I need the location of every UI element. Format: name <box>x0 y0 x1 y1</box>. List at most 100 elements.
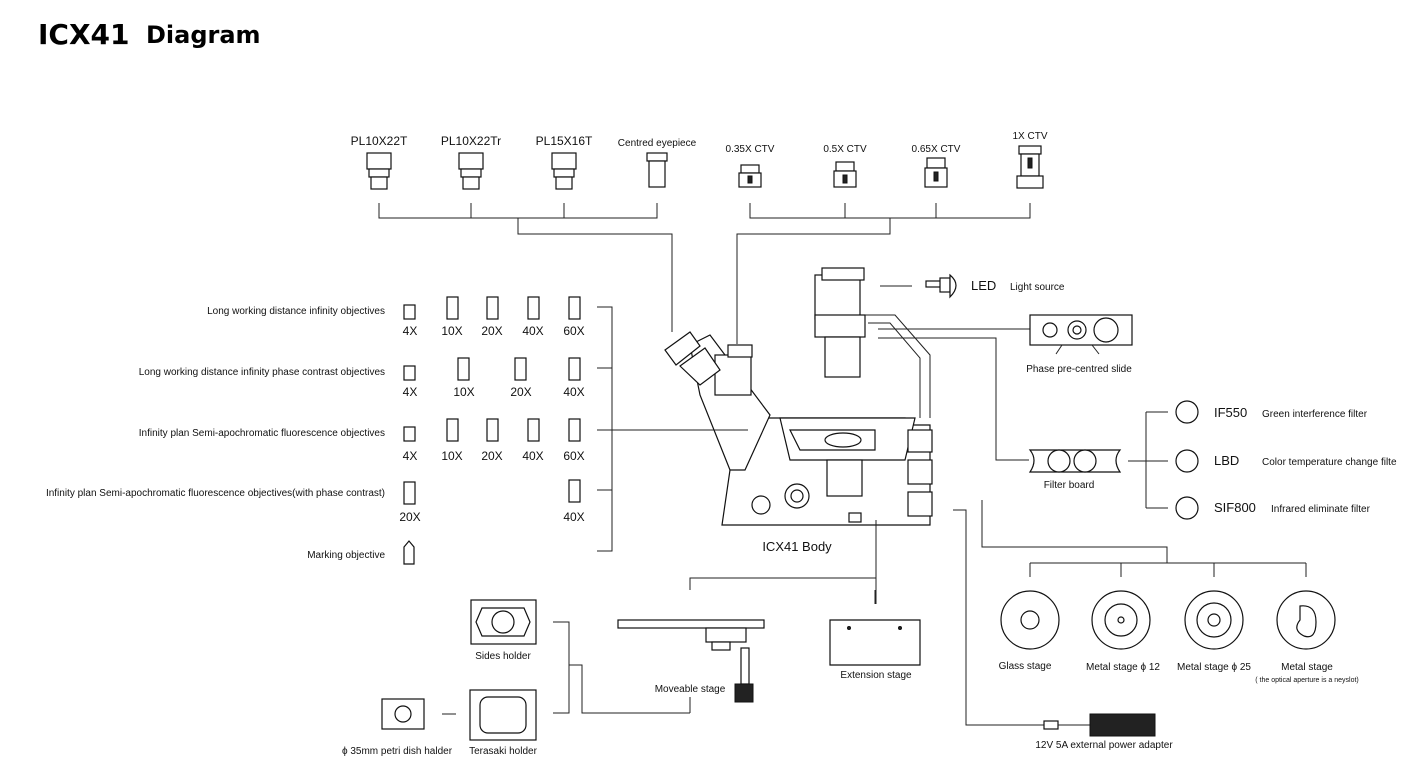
objective-mag: 40X <box>522 449 543 463</box>
filter-board-label: Filter board <box>1044 480 1095 491</box>
filter-board-group: Filter board IF550 Green interference fi… <box>878 337 1397 520</box>
objective-mag: 40X <box>563 510 584 524</box>
led-group: LED Light source <box>880 273 1065 299</box>
sides-holder-label: Sides holder <box>475 651 531 662</box>
metal-stage-slot-icon <box>1276 590 1336 650</box>
filter-desc-1: Green interference filter <box>1262 409 1368 420</box>
stage-plate-sublabel-4: ( the optical aperture is a neyslot) <box>1255 677 1359 684</box>
objective-mag: 4X <box>403 449 418 463</box>
stage-plate-label-1: Glass stage <box>999 661 1052 672</box>
objective-mag: 20X <box>399 510 420 524</box>
objective-icon <box>527 296 540 320</box>
sides-holder-icon <box>470 599 537 645</box>
terasaki-holder-icon <box>469 689 537 741</box>
filter-code-3: SIF800 <box>1214 500 1256 515</box>
ctv-label-2: 0.5X CTV <box>823 144 867 155</box>
filter-connector <box>1128 411 1168 509</box>
body-label: ICX41 Body <box>762 539 832 554</box>
objective-icon <box>486 418 499 442</box>
filter-disc-icon <box>1175 400 1199 424</box>
body-to-stage-plates-connector <box>981 500 1307 577</box>
ctv-label-4: 1X CTV <box>1012 131 1047 142</box>
objective-icon <box>514 357 527 381</box>
objectives-group: Long working distance infinity objective… <box>46 296 748 565</box>
eyepiece-group: PL10X22T PL10X22Tr PL15X16T Centred eyep… <box>351 134 697 332</box>
eyepiece-label-1: PL10X22T <box>351 134 408 148</box>
microscope-body-drawing <box>664 267 933 526</box>
objective-group-label-3: Infinity plan Semi-apochromatic fluoresc… <box>139 428 385 439</box>
objective-mag: 10X <box>453 385 474 399</box>
objective-mag: 20X <box>510 385 531 399</box>
objective-group-label-4: Infinity plan Semi-apochromatic fluoresc… <box>46 488 385 499</box>
objective-icon <box>568 418 581 442</box>
eyepiece-label-3: PL15X16T <box>536 134 593 148</box>
title-suffix: Diagram <box>146 21 261 49</box>
ctv-icon-4 <box>1016 145 1044 189</box>
metal-stage-25-icon <box>1184 590 1244 650</box>
ctv-label-3: 0.65X CTV <box>912 144 961 155</box>
objective-icon <box>403 426 416 442</box>
phase-slide-group: Phase pre-centred slide <box>878 314 1133 375</box>
objective-mag: 60X <box>563 449 584 463</box>
objective-icon <box>568 296 581 320</box>
extension-stage-label: Extension stage <box>840 670 912 681</box>
led-icon <box>925 273 957 299</box>
objective-mag: 4X <box>403 385 418 399</box>
stage-plate-label-2: Metal stage ϕ 12 <box>1086 662 1160 673</box>
stage-plate-label-4: Metal stage <box>1281 662 1333 673</box>
ctv-icon-3 <box>924 157 948 188</box>
filter-desc-2: Color temperature change filte <box>1262 457 1397 468</box>
objective-mag: 40X <box>522 324 543 338</box>
objective-mag: 40X <box>563 385 584 399</box>
moveable-stage-label: Moveable stage <box>655 684 726 695</box>
objective-icon <box>486 296 499 320</box>
ctv-group: 0.35X CTV 0.5X CTV 0.65X CTV 1X CTV <box>726 131 1048 344</box>
moveable-stage-icon <box>617 619 765 703</box>
phase-slide-icon <box>1029 314 1133 355</box>
stage-plate-label-3: Metal stage ϕ 25 <box>1177 662 1251 673</box>
led-label: LED <box>971 278 996 293</box>
objective-mag: 20X <box>481 324 502 338</box>
objective-mag: 20X <box>481 449 502 463</box>
phase-slide-label: Phase pre-centred slide <box>1026 364 1132 375</box>
filter-disc-icon <box>1175 449 1199 473</box>
objective-icon <box>446 296 459 320</box>
eyepiece-icon-1 <box>366 152 392 190</box>
filter-board-icon <box>1028 449 1122 473</box>
filter-code-2: LBD <box>1214 453 1239 468</box>
marking-objective-icon <box>403 540 415 565</box>
ctv-label-1: 0.35X CTV <box>726 144 775 155</box>
objective-icon <box>568 479 581 503</box>
objectives-connector <box>597 306 748 552</box>
eyepiece-label-2: PL10X22Tr <box>441 134 501 148</box>
eyepiece-icon-3 <box>551 152 577 190</box>
glass-stage-icon <box>1000 590 1060 650</box>
objective-icon <box>403 481 416 505</box>
filter-disc-icon <box>1175 496 1199 520</box>
terasaki-holder-label: Terasaki holder <box>469 746 537 757</box>
objective-mag: 4X <box>403 324 418 338</box>
objective-group-label-2: Long working distance infinity phase con… <box>139 367 385 378</box>
ctv-icon-1 <box>738 164 762 188</box>
title-model: ICX41 <box>38 18 130 51</box>
objective-icon <box>403 365 416 381</box>
eyepiece-connector <box>378 203 673 332</box>
ctv-connector <box>736 203 1031 344</box>
objective-icon <box>457 357 470 381</box>
petri-dish-holder-label: ϕ 35mm petri dish halder <box>342 746 453 757</box>
objective-group-label-1: Long working distance infinity objective… <box>207 306 385 317</box>
objective-icon <box>403 304 416 320</box>
objective-icon <box>527 418 540 442</box>
eyepiece-label-4: Centred eyepiece <box>618 138 697 149</box>
power-adapter-label: 12V 5A external power adapter <box>1035 740 1173 751</box>
body-to-power-connector <box>953 509 1030 726</box>
metal-stage-12-icon <box>1091 590 1151 650</box>
eyepiece-icon-4 <box>646 152 668 188</box>
holders-connector <box>442 621 690 715</box>
objective-mag: 60X <box>563 324 584 338</box>
eyepiece-icon-2 <box>458 152 484 190</box>
objective-icon <box>446 418 459 442</box>
objective-mag: 10X <box>441 324 462 338</box>
light-source-label: Light source <box>1010 282 1065 293</box>
objective-mag: 10X <box>441 449 462 463</box>
